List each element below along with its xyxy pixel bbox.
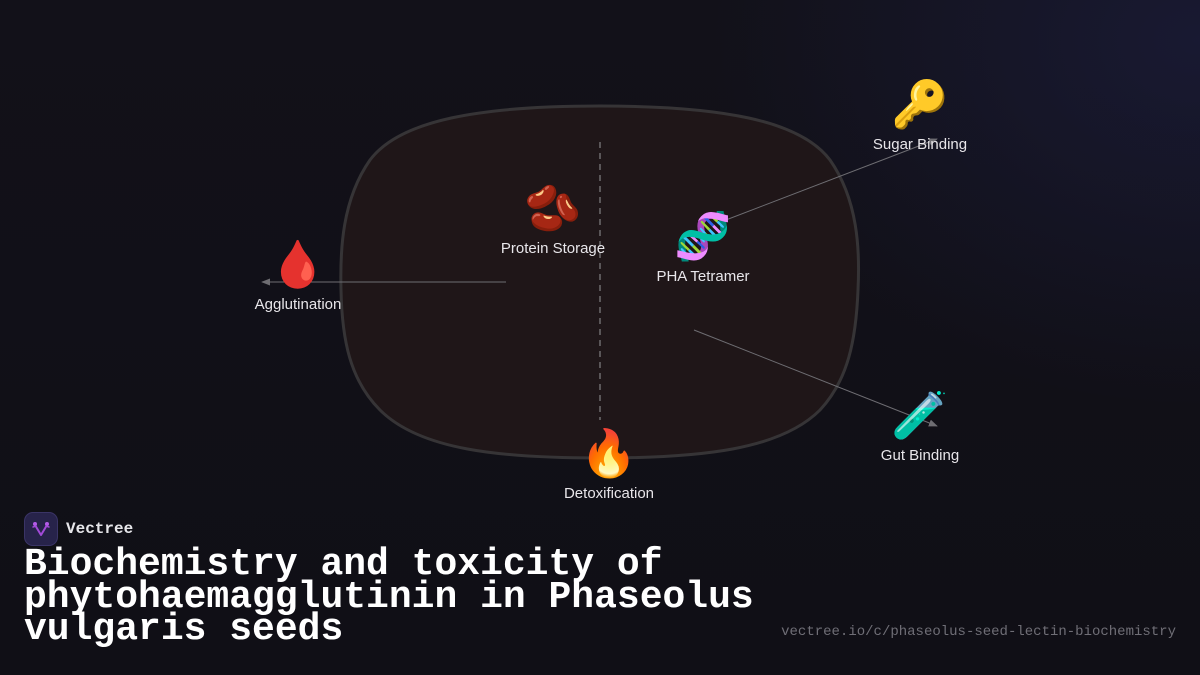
edge-pha-to-sugar bbox=[717, 138, 938, 224]
test-tube-icon: 🧪 bbox=[891, 388, 949, 442]
brand: Vectree bbox=[24, 512, 133, 546]
drop-of-blood-icon: 🩸 bbox=[269, 237, 327, 291]
node-label: Detoxification bbox=[563, 485, 655, 502]
dna-icon: 🧬 bbox=[674, 209, 732, 263]
fire-icon: 🔥 bbox=[580, 426, 638, 480]
node-sugar-binding[interactable]: 🔑 Sugar Binding bbox=[873, 76, 967, 153]
node-agglutination[interactable]: 🩸 Agglutination bbox=[255, 236, 342, 313]
key-icon: 🔑 bbox=[891, 77, 949, 131]
brand-name: Vectree bbox=[66, 520, 134, 538]
node-pha-tetramer[interactable]: 🧬 PHA Tetramer bbox=[656, 208, 749, 285]
node-label: PHA Tetramer bbox=[656, 268, 750, 285]
node-protein-storage[interactable]: 🫘 Protein Storage bbox=[501, 180, 605, 257]
source-url[interactable]: vectree.io/c/phaseolus-seed-lectin-bioch… bbox=[781, 624, 1176, 640]
center-blob bbox=[339, 104, 861, 460]
beans-icon: 🫘 bbox=[524, 181, 582, 235]
node-gut-binding[interactable]: 🧪 Gut Binding bbox=[881, 387, 959, 464]
node-label: Gut Binding bbox=[880, 447, 960, 464]
vectree-logo-icon bbox=[24, 512, 58, 546]
node-label: Sugar Binding bbox=[872, 136, 968, 153]
edge-pha-to-gut bbox=[693, 329, 938, 427]
page-title: Biochemistry and toxicity of phytohaemag… bbox=[24, 543, 754, 651]
node-label: Protein Storage bbox=[500, 240, 606, 257]
node-label: Agglutination bbox=[254, 296, 342, 313]
node-detoxification[interactable]: 🔥 Detoxification bbox=[564, 425, 654, 502]
